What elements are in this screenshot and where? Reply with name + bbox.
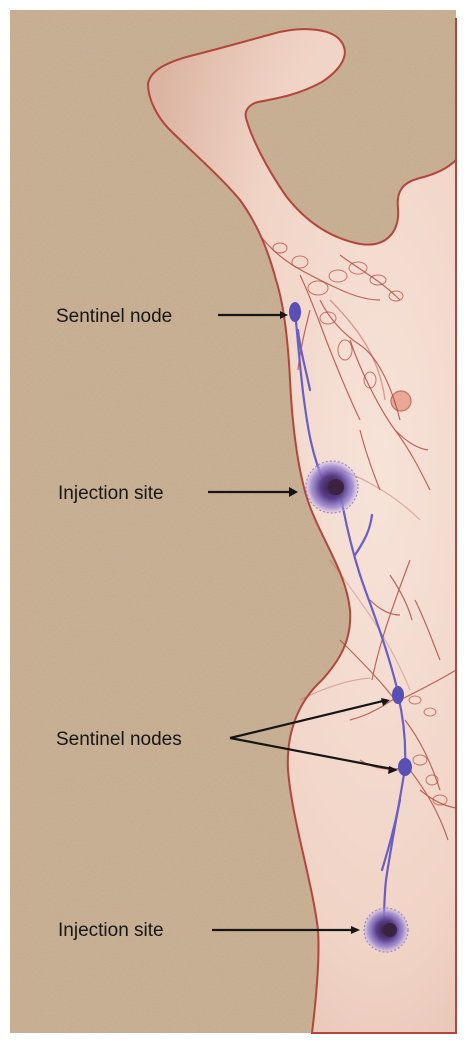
injection-site-lower [364,908,408,952]
injection-core [383,923,397,937]
sentinel-node-upper [392,686,404,704]
injection-site-upper [306,461,358,513]
label-sentinel-nodes: Sentinel nodes [56,729,182,750]
sentinel-node-axillary [289,302,301,322]
label-sentinel-node: Sentinel node [56,306,172,327]
label-injection-site-upper: Injection site [58,483,164,504]
sentinel-node-lower [398,758,412,776]
injection-core [328,479,344,495]
label-injection-site-lower: Injection site [58,920,164,941]
